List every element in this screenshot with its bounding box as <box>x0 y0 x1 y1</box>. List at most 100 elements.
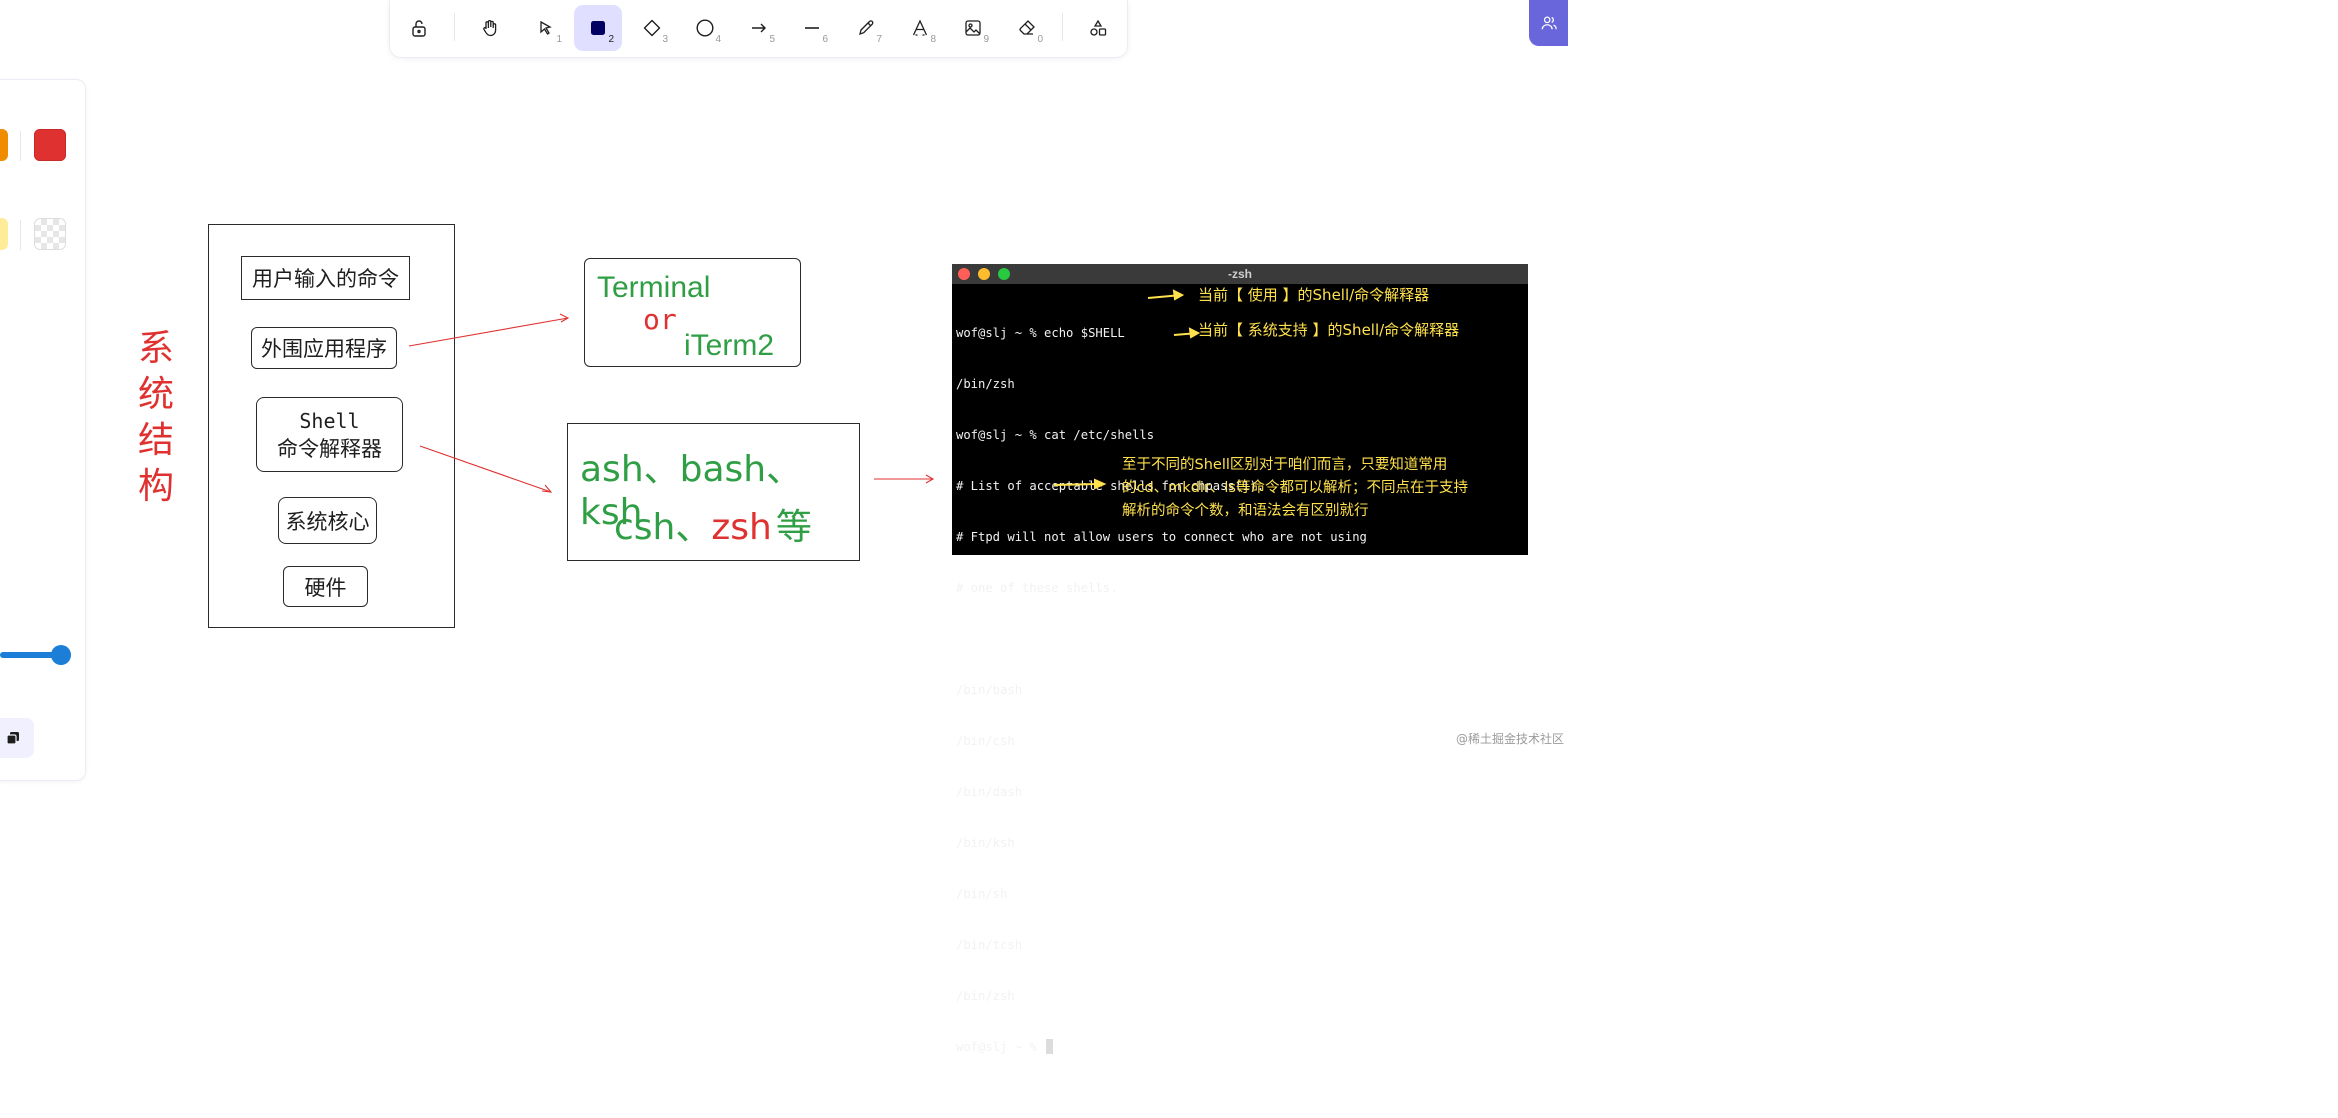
properties-panel <box>0 79 86 781</box>
annotation-current-shell: 当前【 使用 】的Shell/命令解释器 <box>1198 286 1430 304</box>
terminal-prompt: wof@slj ~ % <box>956 1040 1045 1054</box>
pencil-icon <box>859 20 874 36</box>
background-color-yellow[interactable] <box>0 218 8 250</box>
stroke-color-orange[interactable] <box>0 129 8 161</box>
arrow-apps-to-terminal <box>408 317 569 347</box>
image-icon <box>965 20 981 36</box>
toolbar-divider <box>454 13 455 41</box>
annotation-shell-differences: 至于不同的Shell区别对于咱们而言，只要知道常用 的cd、mkdir、ls等命… <box>1122 454 1468 523</box>
terminal-line: wof@slj ~ % echo $SHELL <box>956 326 1125 340</box>
users-icon <box>1541 16 1557 30</box>
layer-user-command[interactable]: 用户输入的命令 <box>241 256 410 300</box>
rectangle-tool-button[interactable]: 2 <box>574 5 622 51</box>
opacity-slider-thumb[interactable] <box>51 645 71 665</box>
more-shapes-button[interactable] <box>1074 5 1122 51</box>
close-dot-icon[interactable] <box>958 268 970 280</box>
system-structure-box[interactable] <box>208 224 455 628</box>
annotation-line: 的cd、mkdir、ls等命令都可以解析；不同点在于支持 <box>1122 480 1468 496</box>
terminal-line: /bin/tcsh <box>956 938 1023 952</box>
shortcut-key: 9 <box>983 34 989 45</box>
shortcut-key: 3 <box>662 34 668 45</box>
annotation-line: 至于不同的Shell区别对于咱们而言，只要知道常用 <box>1122 457 1448 473</box>
shells-etc: 等 <box>775 507 812 548</box>
copy-icon <box>6 732 19 745</box>
terminal-screenshot[interactable]: -zsh wof@slj ~ % echo $SHELL /bin/zsh wo… <box>952 264 1528 1054</box>
layer-peripheral-apps[interactable]: 外围应用程序 <box>251 327 397 369</box>
opacity-slider-track[interactable] <box>0 652 62 658</box>
layer-kernel[interactable]: 系统核心 <box>278 497 377 544</box>
shortcut-key: 0 <box>1037 34 1043 45</box>
annotation-arrows <box>1053 289 1201 490</box>
layer-label: 外围应用程序 <box>261 337 387 361</box>
line-tool-button[interactable]: 6 <box>788 5 836 51</box>
duplicate-button[interactable] <box>0 718 34 758</box>
terminal-line: /bin/bash <box>956 683 1023 697</box>
shortcut-key: 1 <box>556 34 562 45</box>
terminal-line: # Ftpd will not allow users to connect w… <box>956 530 1367 544</box>
circle-icon <box>696 19 714 37</box>
iterm2-label: iTerm2 <box>684 329 775 362</box>
eraser-icon <box>1019 20 1035 35</box>
terminal-line: /bin/zsh <box>956 989 1015 1003</box>
title-char: 系 <box>137 328 174 369</box>
shortcut-key: 8 <box>930 34 936 45</box>
terminal-app-box[interactable]: Terminal or iTerm2 <box>584 258 801 367</box>
annotation-supported-shells: 当前【 系统支持 】的Shell/命令解释器 <box>1198 321 1460 339</box>
collaborators-button[interactable] <box>1529 0 1568 46</box>
arrow-shell-to-shells <box>419 445 552 493</box>
text-tool-button[interactable]: 8 <box>896 5 944 51</box>
layer-shell[interactable]: Shell 命令解释器 <box>256 397 403 472</box>
hand-icon <box>483 20 497 37</box>
selection-tool-button[interactable]: 1 <box>522 5 570 51</box>
eraser-tool-button[interactable]: 0 <box>1003 5 1051 51</box>
text-cursor <box>1046 1039 1054 1054</box>
diamond-icon <box>643 19 661 37</box>
layer-label: 系统核心 <box>285 509 370 534</box>
annotation-line: 解析的命令个数，和语法会有区别就行 <box>1122 503 1369 519</box>
main-toolbar: 1 2 3 4 5 6 7 8 9 0 <box>389 0 1128 58</box>
shortcut-key: 5 <box>769 34 775 45</box>
shells-csh: csh、 <box>614 507 712 548</box>
terminal-prompt-line: wof@slj ~ % <box>956 1039 1367 1056</box>
layer-hardware[interactable]: 硬件 <box>283 566 368 607</box>
title-char: 结 <box>137 420 174 461</box>
terminal-title-bar: -zsh <box>952 264 1528 284</box>
terminal-output: wof@slj ~ % echo $SHELL /bin/zsh wof@slj… <box>956 291 1367 1090</box>
diamond-tool-button[interactable]: 3 <box>628 5 676 51</box>
minimize-dot-icon[interactable] <box>978 268 990 280</box>
hand-tool-button[interactable] <box>466 5 514 51</box>
title-char: 构 <box>137 466 174 507</box>
arrow-right-icon <box>752 23 766 33</box>
or-label: or <box>643 303 677 336</box>
terminal-line: /bin/ksh <box>956 836 1015 850</box>
title-char: 统 <box>137 374 174 415</box>
swatch-divider <box>20 131 21 161</box>
cursor-arrow-icon <box>540 20 552 35</box>
terminal-line <box>956 631 1367 648</box>
arrow-tool-button[interactable]: 5 <box>735 5 783 51</box>
shortcut-key: 6 <box>822 34 828 45</box>
layer-label: Shell <box>299 408 360 433</box>
stroke-color-red[interactable] <box>34 129 66 161</box>
terminal-line: wof@slj ~ % cat /etc/shells <box>956 428 1155 442</box>
vertical-title: 系 统 结 构 <box>134 326 178 510</box>
terminal-title: -zsh <box>1228 267 1252 281</box>
lock-tool-button[interactable] <box>395 5 443 51</box>
shortcut-key: 4 <box>715 34 721 45</box>
maximize-dot-icon[interactable] <box>998 268 1010 280</box>
terminal-label: Terminal <box>597 271 711 304</box>
draw-tool-button[interactable]: 7 <box>842 5 890 51</box>
shortcut-key: 7 <box>876 34 882 45</box>
image-tool-button[interactable]: 9 <box>949 5 997 51</box>
terminal-line: /bin/csh <box>956 734 1015 748</box>
terminal-line: /bin/sh <box>956 887 1008 901</box>
terminal-line: # one of these shells. <box>956 581 1118 595</box>
toolbar-divider <box>1062 13 1063 41</box>
layer-label: 硬件 <box>304 575 347 600</box>
ellipse-tool-button[interactable]: 4 <box>681 5 729 51</box>
terminal-line: /bin/zsh <box>956 377 1015 391</box>
unlock-icon <box>412 20 426 37</box>
background-color-transparent[interactable] <box>34 218 66 250</box>
